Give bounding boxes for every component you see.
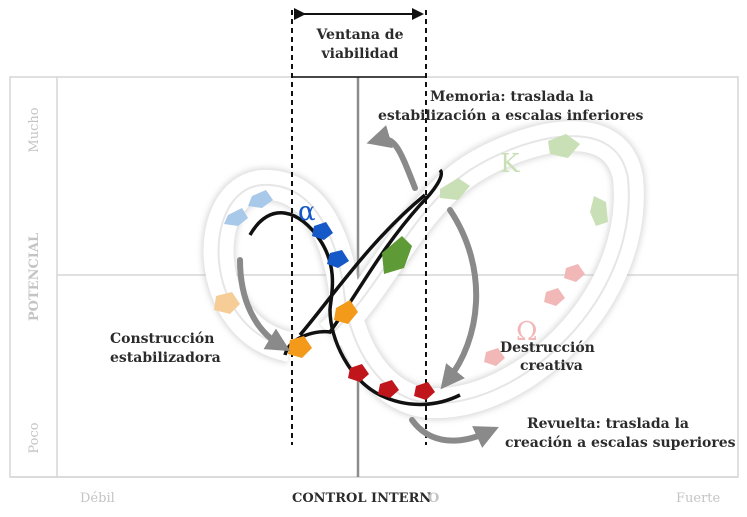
destruccion-arrow: [440, 207, 480, 390]
viability-window-label-2: viabilidad: [321, 46, 399, 62]
construccion-label-2: estabilizadora: [110, 350, 221, 366]
omega-chevron-6: [414, 382, 435, 400]
kappa-chevron-3: [548, 134, 580, 158]
alpha-chevron-1: [248, 190, 273, 208]
loop-bands: [203, 121, 644, 419]
omega-symbol: Ω: [516, 317, 538, 347]
revuelta-arrow: [409, 417, 499, 448]
revuelta-label-1: Revuelta: traslada la: [527, 416, 689, 432]
y-axis-labels: Mucho POTENCIAL Poco: [27, 107, 42, 453]
omega-chevron-4: [348, 364, 369, 382]
reorg-chevron-1: [214, 292, 240, 314]
memoria-arrow: [366, 125, 418, 191]
reorg-chevrons: [214, 292, 358, 358]
alpha-symbol: α: [298, 197, 316, 227]
kappa-chevron-1: [382, 236, 412, 274]
kappa-symbol: K: [500, 149, 520, 179]
alpha-chevron-2: [224, 208, 248, 226]
x-axis-title-main: CONTROL INTERN: [292, 491, 431, 506]
memoria-label-1: Memoria: traslada la: [430, 89, 594, 105]
annotation-arrows: [237, 125, 499, 448]
alpha-chevrons: [224, 190, 349, 268]
construccion-label-1: Construcción: [110, 331, 214, 347]
y-axis-low-label: Poco: [27, 422, 42, 453]
kappa-chevron-4: [590, 196, 608, 226]
omega-chevron-5: [378, 380, 399, 398]
omega-chevron-1: [564, 264, 585, 282]
viability-window: Ventana de viabilidad: [291, 8, 427, 445]
reorg-chevron-2: [288, 336, 312, 358]
omega-chevrons: [348, 264, 585, 400]
construccion-arrow: [237, 257, 291, 352]
kappa-chevrons: [382, 134, 608, 274]
x-axis-title-tail: O: [428, 491, 439, 506]
destruccion-label-1: Destrucción: [500, 340, 595, 356]
x-axis-low-label: Débil: [80, 491, 115, 506]
y-axis-high-label: Mucho: [27, 107, 42, 152]
destruccion-label-2: creativa: [520, 358, 583, 374]
figure-eight-path: [248, 168, 461, 407]
revuelta-label-2: creación a escalas superiores: [505, 435, 736, 451]
x-axis-labels: Débil CONTROL INTERN O Fuerte: [80, 491, 721, 506]
kappa-chevron-2: [440, 178, 470, 200]
memoria-label-2: estabilización a escalas inferiores: [378, 108, 644, 124]
alpha-chevron-3: [312, 222, 333, 240]
omega-chevron-3: [484, 348, 505, 366]
y-axis-title: POTENCIAL: [27, 233, 42, 321]
reorg-chevron-3: [334, 300, 358, 324]
x-axis-high-label: Fuerte: [676, 491, 721, 506]
viability-window-label-1: Ventana de: [315, 27, 403, 43]
omega-chevron-2: [544, 288, 565, 306]
alpha-chevron-4: [327, 250, 349, 268]
